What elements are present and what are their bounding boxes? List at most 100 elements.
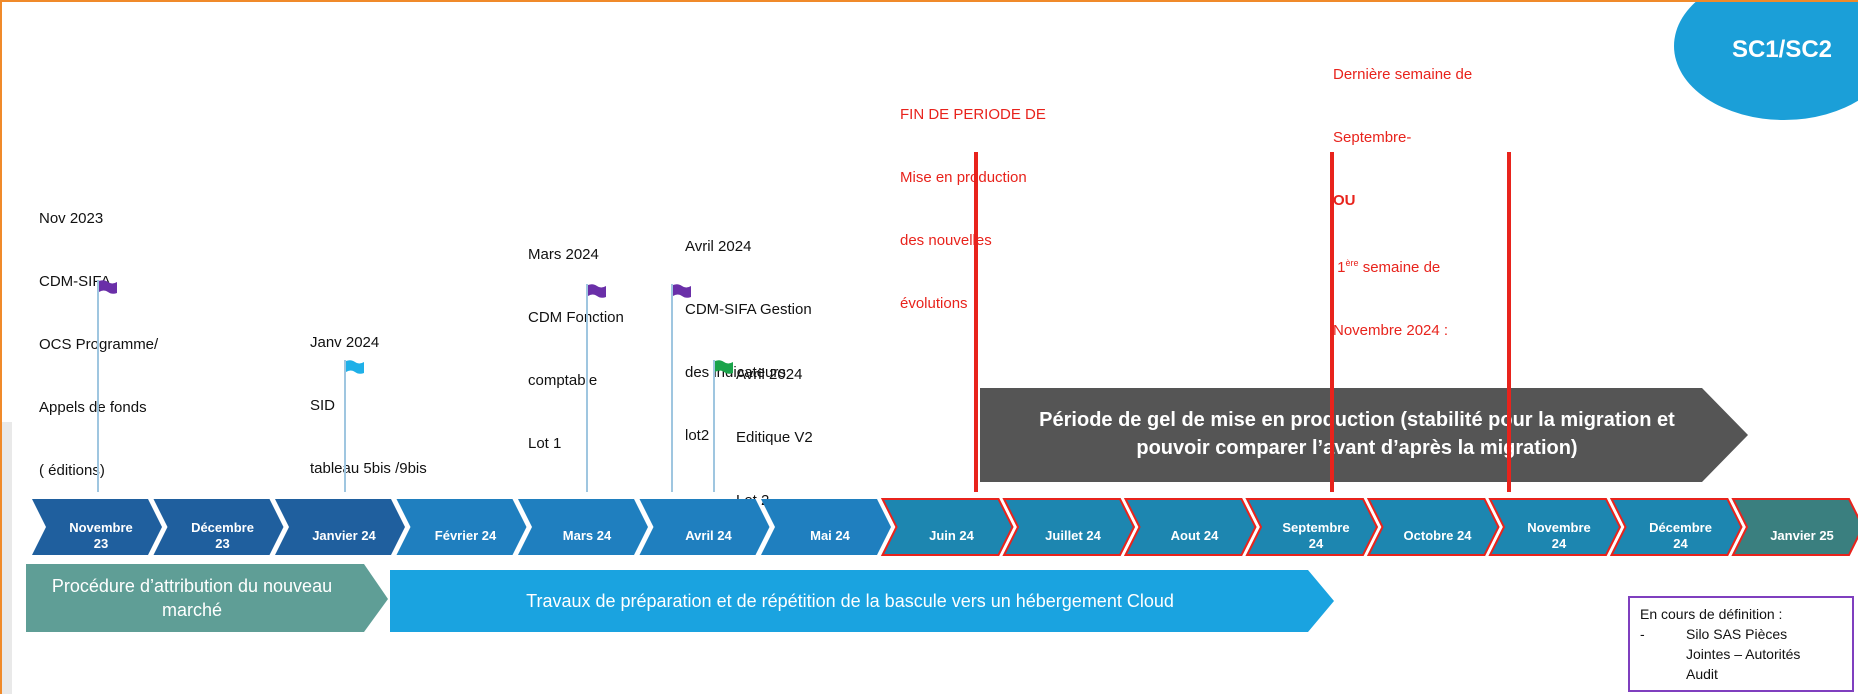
cloud-preparation-bar-shape: [390, 570, 1334, 632]
month-chevron: [761, 499, 891, 555]
month-label: Janvier 24: [279, 513, 395, 559]
month-label-text: Janvier 24: [312, 528, 376, 543]
red-marker-line-end-period: [974, 152, 978, 492]
milestone-line: Avril 2024: [736, 366, 803, 383]
bar-line: marché: [161, 600, 222, 620]
milestone-pole: [713, 360, 715, 492]
month-chevron: [1245, 498, 1379, 556]
procedure-bar-shape: [26, 564, 388, 632]
note-line: Novembre 2024 :: [1333, 322, 1449, 339]
note-or: OU: [1333, 192, 1356, 209]
milestone-line: ( éditions): [39, 462, 105, 479]
left-strip: [2, 422, 12, 694]
month-label: Novembre 24: [1494, 513, 1610, 559]
milestone-line: Janv 2024: [310, 334, 380, 351]
milestone-line: Lot 1: [528, 435, 562, 452]
milestone-line: OCS Programme/: [39, 336, 159, 353]
month-label-text: Juin 24: [929, 528, 974, 543]
red-marker-line-november: [1507, 152, 1511, 492]
month-chevron: [639, 499, 770, 555]
note-item: Silo SAS Pièces Jointes – Autorités Audi…: [1686, 624, 1800, 684]
note-list-item: - Silo SAS Pièces Jointes – Autorités Au…: [1640, 624, 1842, 684]
bar-line: Procédure d’attribution du nouveau: [51, 576, 333, 596]
flag-shape: [588, 284, 606, 298]
month-chevron: [1366, 498, 1500, 556]
month-label: Juillet 24: [1008, 513, 1124, 559]
note-item-line: Audit: [1686, 666, 1718, 682]
milestone-line: Nov 2023: [39, 210, 104, 227]
month-label: Mai 24: [765, 513, 881, 559]
procedure-bar: [26, 564, 388, 632]
note-item-line: Silo SAS Pièces: [1686, 626, 1788, 642]
freeze-period-label: Période de gel de mise en production (st…: [987, 406, 1727, 462]
freeze-line: pouvoir comparer l’avant d’après la migr…: [1136, 437, 1578, 459]
note-line: évolutions: [900, 295, 968, 312]
green-flag-icon: [715, 360, 733, 374]
purple-flag-icon: [99, 280, 117, 294]
month-chevron: [1123, 498, 1257, 556]
milestone-pole: [344, 360, 346, 492]
month-chevron: [1488, 498, 1622, 556]
note-line: FIN DE PERIODE DE: [900, 106, 1046, 123]
month-label-text: Juillet 24: [1045, 528, 1101, 543]
cloud-preparation-bar: [390, 570, 1334, 632]
note-number: 1: [1337, 259, 1346, 276]
month-label-text: Mars 24: [562, 528, 612, 543]
milestone-line: Mars 2024: [528, 246, 599, 263]
milestone-line: CDM-SIFA Gestion: [685, 301, 812, 318]
procedure-bar-label: Procédure d’attribution du nouveau march…: [32, 574, 352, 622]
note-superscript: ère: [1345, 258, 1359, 268]
milestone-mars-2024: Mars 2024 CDM Fonction comptable Lot 1: [528, 202, 624, 496]
milestone-pole: [586, 284, 588, 492]
freeze-line: Période de gel de mise en production (st…: [1039, 409, 1675, 431]
note-dash: -: [1640, 626, 1645, 642]
month-chevron: [1731, 498, 1858, 556]
blue-flag-icon: [346, 360, 364, 374]
flag-shape: [715, 360, 733, 374]
month-label: Octobre 24: [1373, 513, 1489, 559]
month-label: Janvier 25: [1737, 513, 1853, 559]
milestone-line: SID: [310, 397, 336, 414]
purple-flag-icon: [673, 284, 691, 298]
definition-note-box: En cours de définition : - Silo SAS Pièc…: [1628, 596, 1854, 692]
month-label-text: Septembre 24: [1282, 520, 1350, 551]
month-label: Février 24: [401, 513, 517, 559]
milestone-nov-2023: Nov 2023 CDM-SIFA OCS Programme/ Appels …: [39, 166, 158, 523]
month-label: Septembre 24: [1251, 513, 1367, 559]
freeze-period-arrow: [980, 388, 1748, 482]
month-chevron: [880, 498, 1014, 556]
milestone-line: Editique V2: [736, 429, 813, 446]
month-chevron: [518, 499, 648, 555]
flag-shape: [99, 280, 117, 294]
flag-shape: [673, 284, 691, 298]
month-chevron: [275, 499, 405, 555]
month-chevron: [153, 499, 284, 555]
sc-badge-label: SC1/SC2: [1731, 36, 1833, 63]
procedure-bar-text: Procédure d’attribution du nouveau march…: [52, 574, 332, 622]
purple-flag-icon: [588, 284, 606, 298]
freeze-period-shape: [980, 388, 1748, 482]
month-chevron: [1002, 498, 1136, 556]
month-label-text: Janvier 25: [1770, 528, 1834, 543]
months-group: [32, 498, 1858, 556]
milestone-avril-2024-gestion: Avril 2024 CDM-SIFA Gestion des indicate…: [685, 194, 812, 488]
month-label: Décembre 24: [1616, 513, 1732, 559]
note-line: Septembre-: [1333, 129, 1412, 146]
month-chevron: [1609, 498, 1743, 556]
red-marker-line-september: [1330, 152, 1334, 492]
note-title: En cours de définition :: [1640, 606, 1783, 622]
note-item-line: Jointes – Autorités: [1686, 646, 1801, 662]
flag-shape: [346, 360, 364, 374]
milestone-pole: [97, 280, 99, 492]
month-label-text: Décembre 23: [191, 520, 254, 551]
month-label: Aout 24: [1130, 513, 1246, 559]
milestone-line: CDM-SIFA: [39, 273, 111, 290]
cloud-preparation-bar-label: Travaux de préparation et de répétition …: [526, 591, 1174, 611]
month-label-text: Aout 24: [1170, 528, 1219, 543]
month-label-text: Mai 24: [810, 528, 850, 543]
month-chevron: [32, 499, 162, 555]
note-line: Dernière semaine de: [1333, 66, 1473, 83]
month-label-text: Novembre 24: [1527, 520, 1591, 551]
milestone-line: lot2: [685, 427, 710, 444]
